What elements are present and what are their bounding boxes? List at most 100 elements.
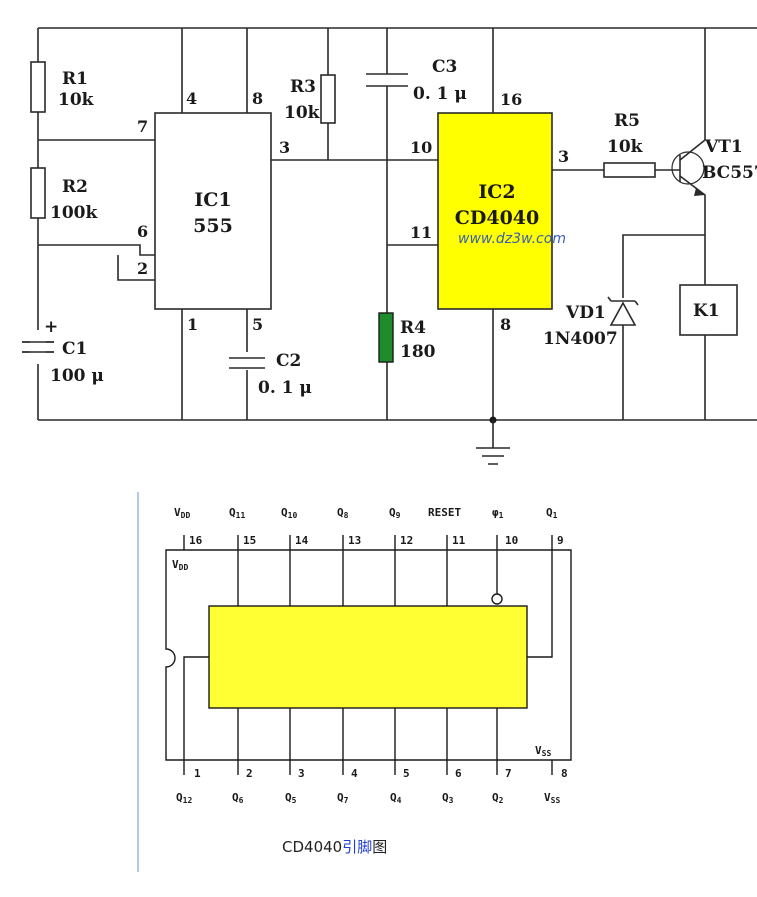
r1-value: 10k	[58, 90, 95, 110]
pin-11-name: RESET	[428, 506, 461, 519]
pin-4-number: 4	[351, 767, 358, 780]
vt1-collector-emitter	[679, 28, 706, 285]
ic1-pin-3: 3	[279, 138, 290, 157]
pin-10-number: 10	[505, 534, 518, 547]
vd1-bar	[607, 296, 639, 306]
k1-name: K1	[693, 301, 720, 321]
r3-value: 10k	[284, 103, 321, 123]
pin-5-number: 5	[403, 767, 410, 780]
pin-2-name: Q6	[232, 791, 244, 805]
pin-15-name: Q11	[229, 506, 245, 520]
c2-value: 0. 1 μ	[258, 378, 312, 398]
pin-5-name: Q4	[390, 791, 402, 805]
r4-value: 180	[400, 342, 436, 362]
pin-14-number: 14	[295, 534, 309, 547]
pin-6-name: Q3	[442, 791, 454, 805]
r2-value: 100k	[50, 203, 98, 223]
pin-4-name: Q7	[337, 791, 349, 805]
ic2-type: CD4040	[455, 207, 539, 229]
ic1-body	[154, 112, 272, 310]
r1-r2-wires	[38, 139, 155, 281]
pin-13-name: Q8	[337, 506, 349, 520]
c1-name: C1	[62, 339, 87, 359]
ground-symbol	[476, 420, 510, 465]
c3-plates	[366, 28, 408, 160]
ic1-type: 555	[193, 215, 233, 237]
c1-polarity: +	[44, 317, 58, 337]
pin-12-number: 12	[400, 534, 413, 547]
ic1-pin-5: 5	[252, 315, 263, 334]
c3-value: 0. 1 μ	[413, 84, 467, 104]
watermark-text: www.dz3w.com	[458, 231, 566, 247]
r4-name: R4	[400, 318, 426, 338]
r5-value: 10k	[607, 137, 644, 157]
ic1-name: IC1	[194, 189, 231, 211]
vt1-type: BC557	[702, 163, 757, 183]
pin-12-name: Q9	[389, 506, 401, 520]
vd1-body	[609, 301, 637, 326]
r3-name: R3	[290, 77, 316, 97]
r3-body	[320, 74, 336, 124]
ic2-pin-wires	[492, 28, 680, 420]
vt1-outline	[671, 151, 705, 185]
pin-11-number: 11	[452, 534, 466, 547]
pin-1-name: Q12	[176, 791, 192, 805]
ic2-pin-11: 11	[410, 223, 432, 242]
pin-15-number: 15	[243, 534, 256, 547]
ic1-pin-7: 7	[137, 117, 148, 136]
pin-3-number: 3	[298, 767, 305, 780]
chip-die	[208, 605, 528, 709]
c2-name: C2	[276, 351, 301, 371]
pin-9-number: 9	[557, 534, 564, 547]
pin-13-number: 13	[348, 534, 361, 547]
package-outline	[165, 549, 572, 761]
caption-suffix: 图	[372, 838, 388, 856]
c1-plates-redraw	[22, 341, 54, 353]
r5-name: R5	[614, 111, 640, 131]
ic1-pin-4: 4	[186, 89, 197, 108]
k1-body	[679, 284, 738, 336]
c2-plates	[229, 357, 265, 369]
inner-vss-label: VSS	[535, 744, 551, 758]
c3-name: C3	[432, 57, 457, 77]
ic2-pin-8: 8	[500, 315, 511, 334]
bottom-pin-leads	[183, 656, 553, 775]
r2-name: R2	[62, 177, 88, 197]
r4-body	[378, 312, 394, 363]
pinout-caption: CD4040引脚图	[282, 836, 387, 857]
r1-body	[30, 61, 46, 113]
bottom-pin-numbers: 1 2 3 4 5 6 7 8	[194, 767, 568, 780]
ic1-pin-wires	[181, 28, 388, 420]
pin-7-number: 7	[505, 767, 512, 780]
pin-16-name: VDD	[174, 506, 190, 520]
circuit-schematic: R1 10k R2 100k + C1 100 μ 4 8 7 6 2 3 1 …	[22, 27, 757, 465]
inner-vdd-label: VDD	[172, 558, 188, 572]
pin-14-name: Q10	[281, 506, 297, 520]
ic2-pin-10: 10	[410, 138, 432, 157]
pin-9-name: Q1	[546, 506, 558, 520]
bottom-pin-names: Q12 Q6 Q5 Q7 Q4 Q3 Q2 VSS	[176, 791, 560, 805]
clock-inversion-bubble	[491, 593, 503, 605]
pin-3-name: Q5	[285, 791, 297, 805]
r1-name: R1	[62, 69, 88, 89]
pin-2-number: 2	[246, 767, 253, 780]
r2-body	[30, 167, 46, 219]
c1-gap	[30, 330, 46, 364]
top-pin-numbers: 16 15 14 13 12 11 10 9	[189, 534, 564, 547]
caption-link[interactable]: 引脚	[342, 838, 373, 856]
vd1-name: VD1	[565, 303, 606, 323]
k1-wires	[622, 234, 706, 420]
pin-16-number: 16	[189, 534, 203, 547]
ic2-pin-16: 16	[500, 90, 522, 109]
caption-prefix: CD4040	[282, 838, 343, 856]
r5-body	[603, 162, 656, 178]
ic1-pin-1: 1	[187, 315, 198, 334]
ic2-name: IC2	[478, 181, 515, 203]
pin-6-number: 6	[455, 767, 462, 780]
ic1-pin-2: 2	[137, 259, 148, 278]
pin-7-name: Q2	[492, 791, 504, 805]
pin-8-number: 8	[561, 767, 568, 780]
vt1-name: VT1	[704, 137, 743, 157]
